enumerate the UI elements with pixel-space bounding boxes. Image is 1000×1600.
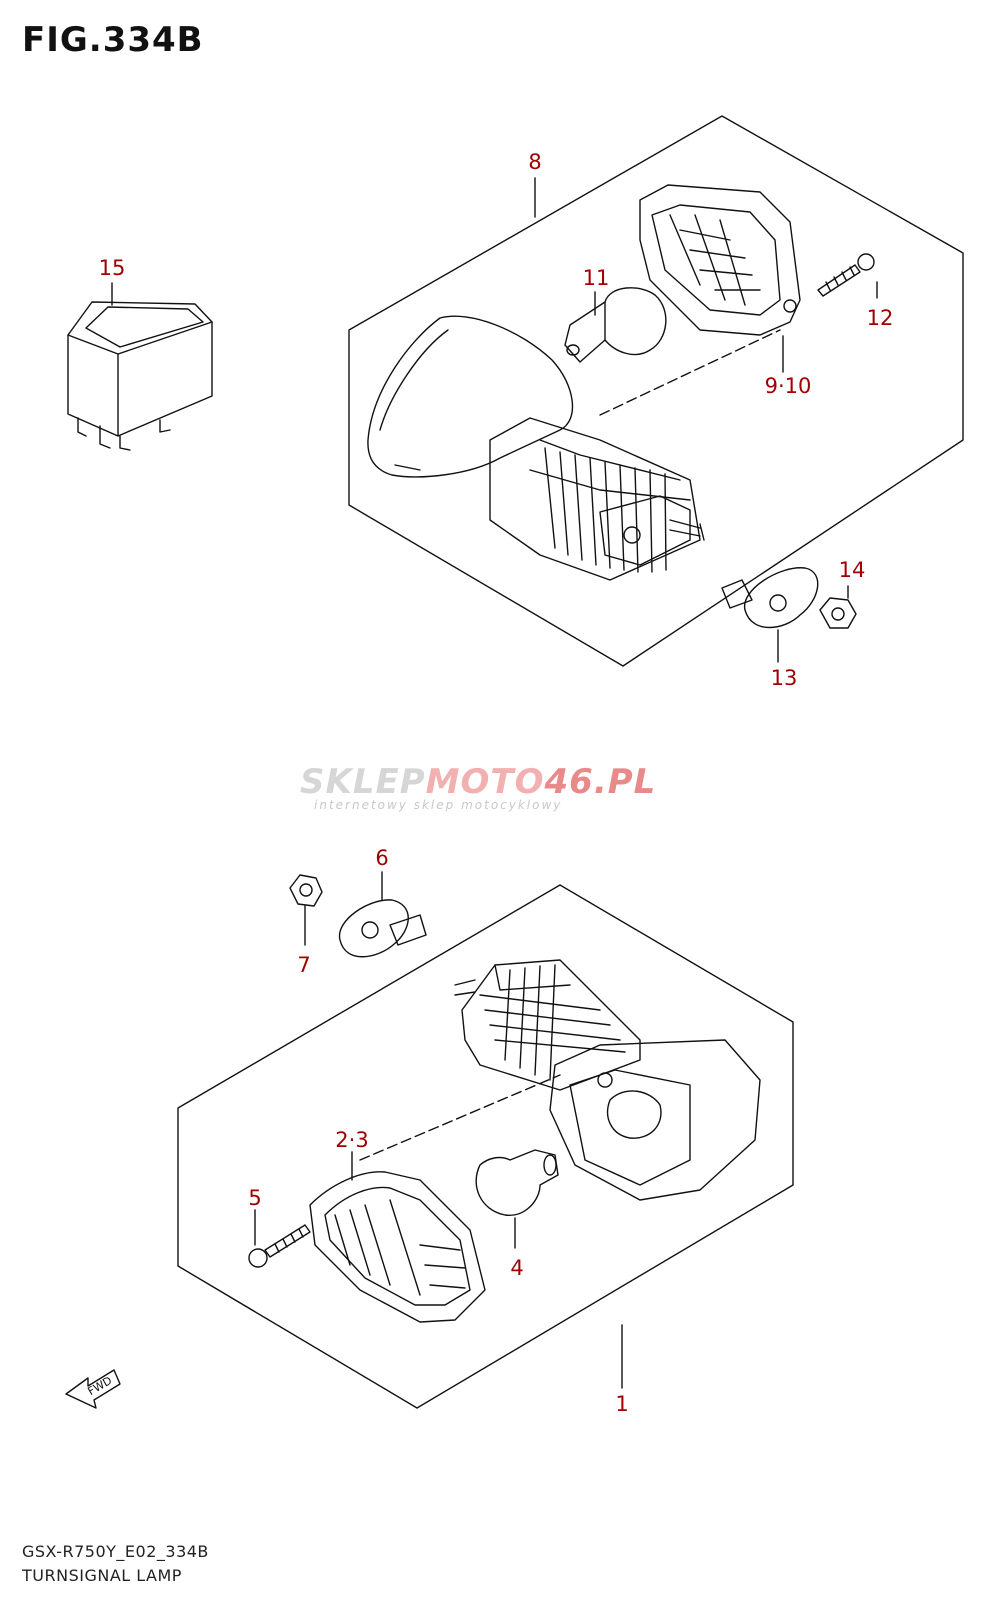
watermark-brand: SKLEPMOTO46.PL	[300, 762, 700, 802]
nut-part-7	[289, 874, 323, 907]
housing-part-1	[454, 959, 761, 1201]
callout-4: 4	[510, 1256, 524, 1280]
assembly-box-upper	[348, 115, 964, 667]
watermark-tagline: internetowy sklep motocyklowy	[314, 798, 563, 812]
bulb-part-11	[564, 287, 667, 363]
relay-part-15	[67, 301, 213, 451]
forward-arrow-icon: FWD	[65, 1369, 121, 1409]
forward-label: FWD	[86, 1374, 115, 1398]
watermark-brand-right: 46.PL	[544, 762, 657, 802]
lens-upper	[639, 184, 801, 336]
screw-part-12	[817, 253, 875, 297]
callout-11: 11	[582, 266, 610, 290]
watermark-brand-mid: MOTO	[425, 762, 545, 802]
callout-13: 13	[770, 666, 798, 690]
callout-2-3: 2·3	[335, 1128, 369, 1152]
grommet-part-6	[338, 899, 427, 958]
assembly-box-lower	[177, 884, 794, 1409]
lens-part-2-3	[309, 1171, 486, 1323]
diagram-name: TURNSIGNAL LAMP	[22, 1566, 182, 1585]
watermark: SKLEPMOTO46.PL internetowy sklep motocyk…	[300, 762, 700, 812]
axis-line-lower	[359, 1074, 561, 1161]
bulb-part-4	[475, 1149, 559, 1216]
watermark-brand-left: SKLEP	[300, 762, 426, 802]
axis-line-upper	[599, 329, 781, 416]
screw-part-5	[248, 1224, 311, 1268]
nut-part-14	[819, 597, 857, 629]
diagram-code: GSX-R750Y_E02_334B	[22, 1542, 209, 1561]
callout-6: 6	[375, 846, 389, 870]
callout-7: 7	[297, 953, 311, 977]
figure-title: FIG.334B	[22, 20, 204, 60]
callout-5: 5	[248, 1186, 262, 1210]
callout-14: 14	[838, 558, 866, 582]
callout-9-10: 9·10	[764, 374, 812, 398]
callout-15: 15	[98, 256, 126, 280]
housing-part-8	[367, 315, 705, 581]
callout-12: 12	[866, 306, 894, 330]
callout-1: 1	[615, 1392, 629, 1416]
grommet-part-13	[721, 567, 819, 629]
callout-8: 8	[528, 150, 542, 174]
